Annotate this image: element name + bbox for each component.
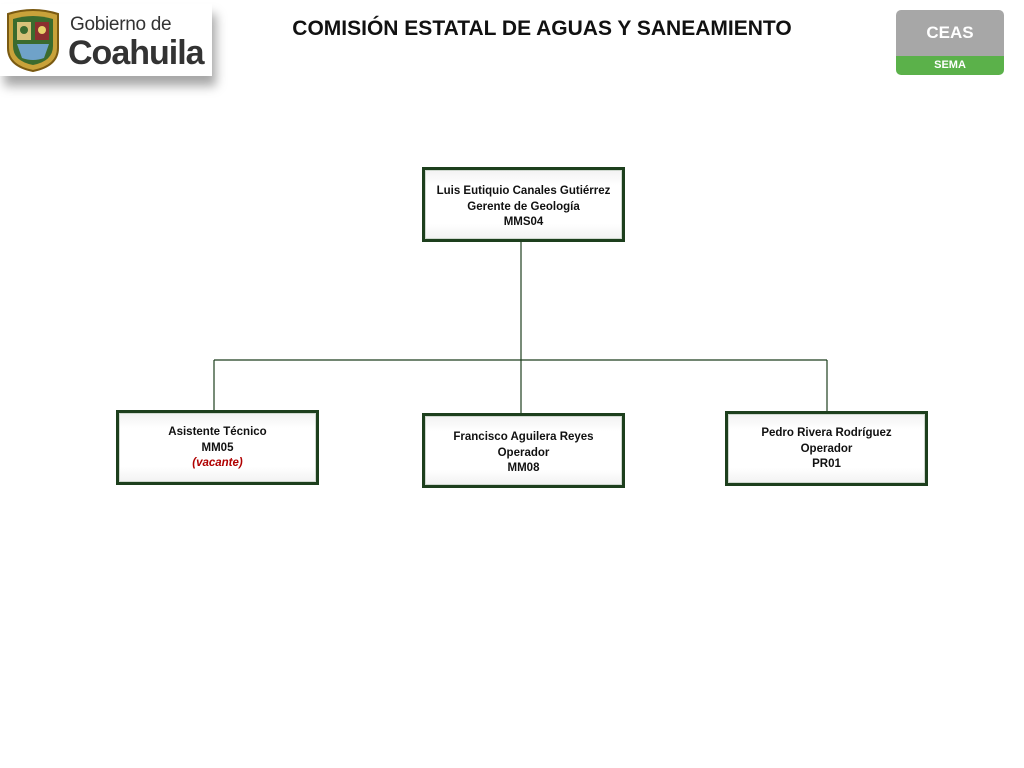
person-role: Gerente de Geología (467, 200, 580, 213)
page-title: COMISIÓN ESTATAL DE AGUAS Y SANEAMIENTO (292, 17, 792, 40)
ceas-sema-logo: CEAS SEMA (896, 10, 1004, 75)
sema-label: SEMA (896, 56, 1004, 75)
ceas-label: CEAS (896, 10, 1004, 56)
coat-of-arms-icon (7, 9, 59, 72)
org-box-asistente-tecnico: Asistente Técnico MM05 (vacante) (116, 410, 319, 485)
position-code: MM08 (507, 462, 540, 474)
position-code: MMS04 (503, 216, 544, 228)
position-code: PR01 (812, 458, 841, 470)
vacancy-note: (vacante) (192, 457, 243, 469)
position-title: Asistente Técnico (168, 426, 267, 438)
gobierno-coahuila-logo: Gobierno de Coahuila (0, 4, 212, 76)
logo-text-small: Gobierno de (70, 14, 172, 35)
person-name: Pedro Rivera Rodríguez (761, 427, 892, 439)
org-box-operador-pr01: Pedro Rivera Rodríguez Operador PR01 (725, 411, 928, 486)
person-role: Operador (497, 446, 550, 459)
person-name: Francisco Aguilera Reyes (453, 431, 594, 443)
position-code: MM05 (201, 441, 234, 454)
person-role: Operador (800, 442, 853, 455)
person-name: Luis Eutiquio Canales Gutiérrez (436, 185, 611, 197)
logo-text-big: Coahuila (68, 34, 205, 72)
org-box-operador-mm08: Francisco Aguilera Reyes Operador MM08 (422, 413, 625, 488)
org-box-gerente-geologia: Luis Eutiquio Canales Gutiérrez Gerente … (422, 167, 625, 242)
